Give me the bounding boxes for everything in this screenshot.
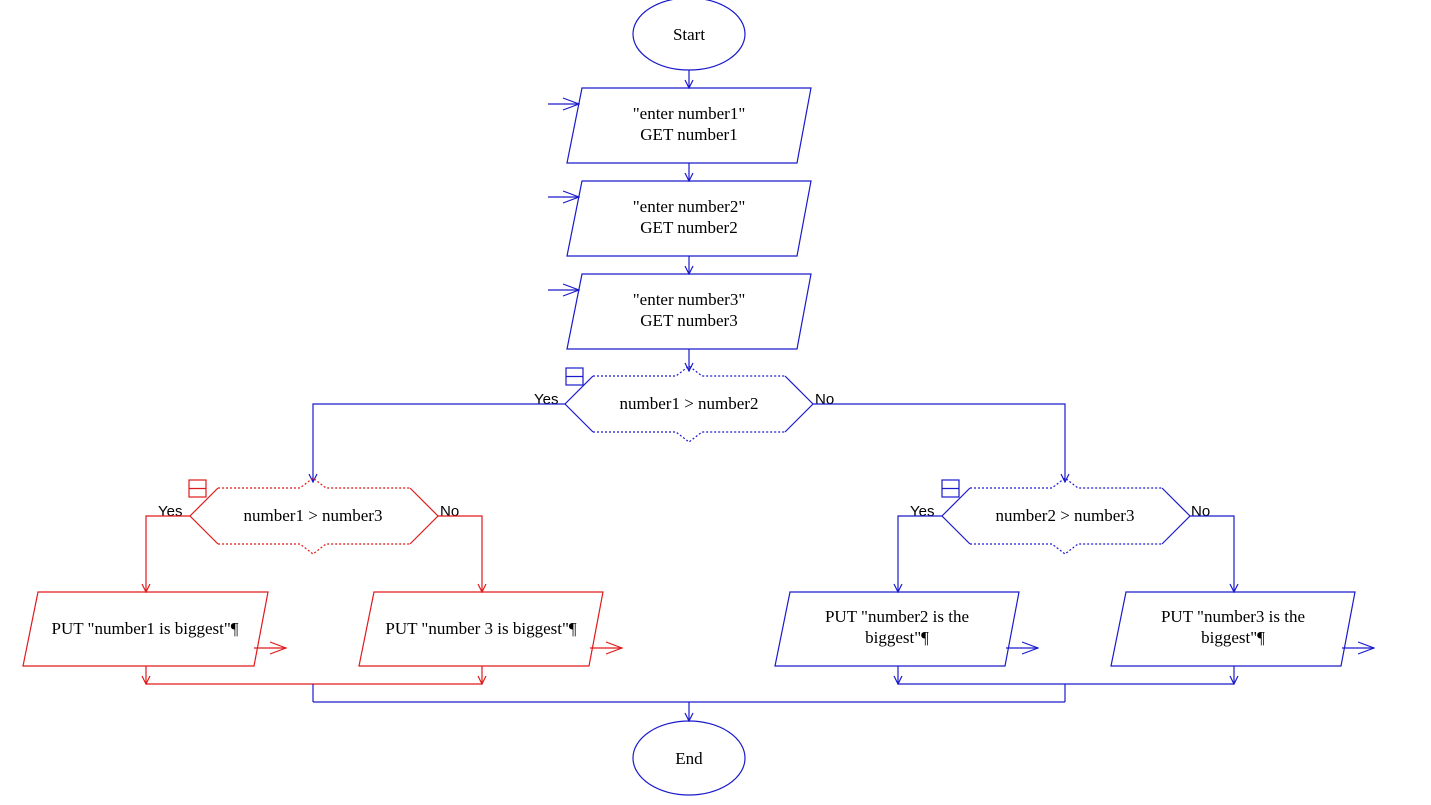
yes-branch-connector (313, 403, 565, 482)
decision-right-yes-label: Yes (910, 503, 934, 520)
connector (1190, 515, 1234, 592)
decision-main-yes-label: Yes (534, 391, 558, 408)
input-2-get: GET number2 (640, 218, 737, 237)
start-label: Start (673, 25, 705, 44)
no-branch-connector (813, 403, 1065, 482)
output-number3-right-line1: PUT "number3 is the (1161, 607, 1305, 626)
connector (146, 515, 190, 592)
collapse-icon[interactable] (188, 479, 207, 498)
collapse-icon[interactable] (941, 479, 960, 498)
output-box-number1[interactable]: PUT "number1 is biggest"¶ (22, 591, 269, 667)
input-1-prompt: "enter number1" (633, 104, 746, 123)
output-box-number3-left[interactable]: PUT "number 3 is biggest"¶ (358, 591, 604, 667)
collapse-icon[interactable] (565, 367, 584, 386)
decision-left-no-label: No (440, 503, 459, 520)
decision-left-yes-label: Yes (158, 503, 182, 520)
decision-main-no-label: No (815, 391, 834, 408)
decision-right-condition: number2 > number3 (996, 506, 1135, 525)
output-number2-line2: biggest"¶ (865, 628, 929, 647)
output-box-number2[interactable]: PUT "number2 is the biggest"¶ (774, 591, 1020, 667)
input-box-3[interactable]: "enter number3" GET number3 (566, 273, 812, 350)
end-terminal[interactable]: End (632, 720, 746, 796)
connector (438, 515, 482, 592)
output-number3-right-line2: biggest"¶ (1201, 628, 1265, 647)
input-box-1[interactable]: "enter number1" GET number1 (566, 87, 812, 164)
input-1-get: GET number1 (640, 125, 737, 144)
input-3-prompt: "enter number3" (633, 290, 746, 309)
input-2-prompt: "enter number2" (633, 197, 746, 216)
decision-left-condition: number1 > number3 (244, 506, 383, 525)
decision-main[interactable]: number1 > number2 (564, 365, 814, 443)
end-label: End (675, 749, 703, 768)
input-box-2[interactable]: "enter number2" GET number2 (566, 180, 812, 257)
connector (898, 515, 942, 592)
input-3-get: GET number3 (640, 311, 737, 330)
output-number1-text: PUT "number1 is biggest"¶ (51, 619, 238, 638)
decision-left[interactable]: number1 > number3 (189, 477, 439, 555)
start-terminal[interactable]: Start (632, 0, 746, 71)
decision-right-no-label: No (1191, 503, 1210, 520)
decision-right[interactable]: number2 > number3 (941, 477, 1191, 555)
decision-main-condition: number1 > number2 (620, 394, 759, 413)
output-box-number3-right[interactable]: PUT "number3 is the biggest"¶ (1110, 591, 1356, 667)
output-number2-line1: PUT "number2 is the (825, 607, 969, 626)
output-number3-left-text: PUT "number 3 is biggest"¶ (385, 619, 577, 638)
